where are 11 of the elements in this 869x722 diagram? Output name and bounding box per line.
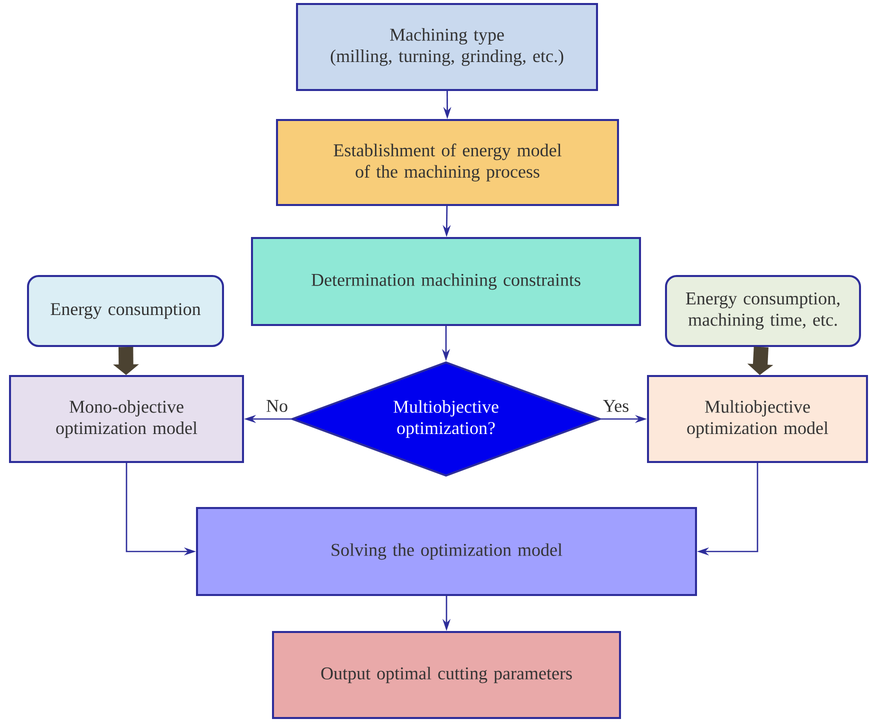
edge-label: No: [264, 398, 290, 414]
input-box: Energy consumption, machining time, etc.: [665, 275, 861, 347]
process-box: Solving the optimization model: [196, 507, 697, 596]
process-box: Establishment of energy model of the machining process: [276, 119, 619, 206]
process-box: Multiobjective optimization model: [647, 375, 868, 463]
output-box: Output optimal cutting parameters: [272, 631, 621, 719]
process-box: Machining type (milling, turning, grinding, etc.): [296, 3, 598, 91]
input-box: Energy consumption: [27, 275, 224, 347]
process-box: Determination machining constraints: [251, 237, 641, 326]
process-box: Mono-objective optimization model: [9, 375, 244, 463]
edge-label: Yes: [602, 398, 630, 414]
